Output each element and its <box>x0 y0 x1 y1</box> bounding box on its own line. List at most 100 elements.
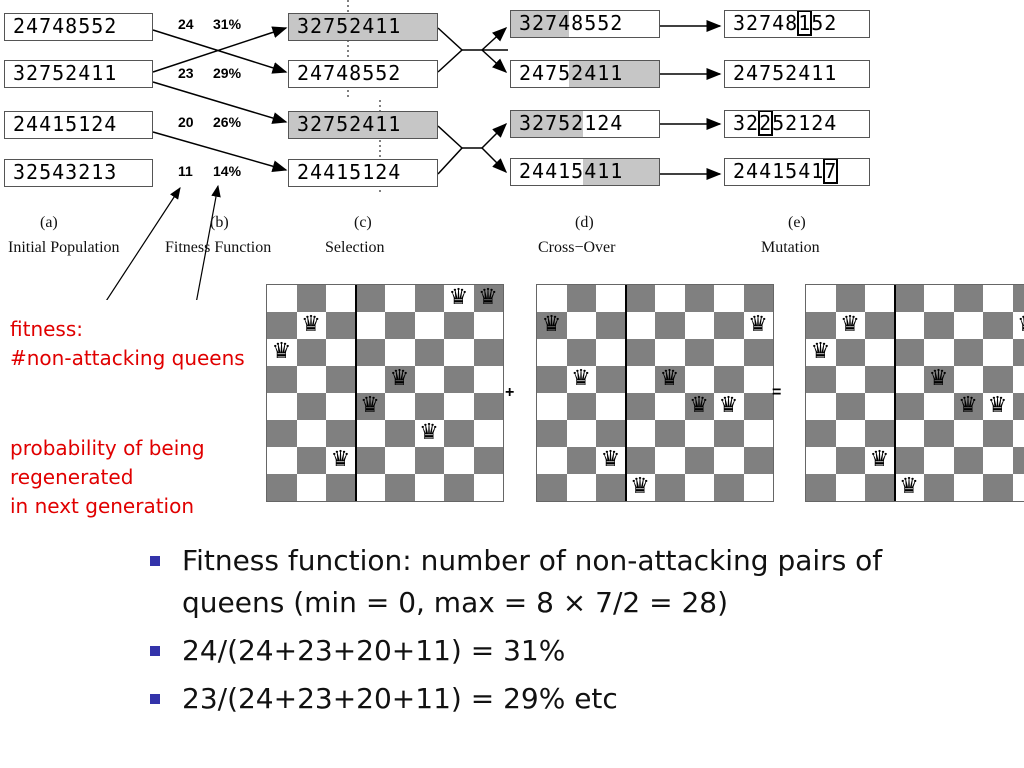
board-square <box>385 339 415 366</box>
board-square <box>924 366 954 393</box>
board-square <box>1012 474 1024 501</box>
queen-icon: ♛ <box>689 393 709 418</box>
board-square <box>743 339 773 366</box>
board-square <box>385 447 415 474</box>
board-square <box>806 393 836 420</box>
board-square <box>714 474 744 501</box>
board-square <box>835 339 865 366</box>
caption-name: Fitness Function <box>165 239 272 256</box>
board-square <box>326 420 356 447</box>
probability-annotation: probability of being regenerated in next… <box>10 436 205 518</box>
board-square <box>326 339 356 366</box>
board-square <box>806 447 836 474</box>
board-square <box>296 447 326 474</box>
board-square <box>566 393 596 420</box>
parent-board-2: ♛♛♛♛♛♛♛♛ <box>536 284 774 502</box>
board-square <box>444 474 474 501</box>
board-square <box>537 339 567 366</box>
board-square <box>473 339 503 366</box>
child-board: ♛♛♛♛♛♛♛♛ <box>805 284 1024 502</box>
caption-name: Cross−Over <box>538 239 616 256</box>
caption-name: Initial Population <box>8 239 120 256</box>
board-square <box>806 339 836 366</box>
board-square <box>596 339 626 366</box>
board-square <box>924 285 954 312</box>
board-square <box>835 420 865 447</box>
fitness-value: 20 <box>178 114 194 130</box>
board-square <box>714 366 744 393</box>
queen-icon: ♛ <box>810 339 831 364</box>
board-square <box>894 339 924 366</box>
board-square <box>743 312 773 339</box>
board-square <box>894 366 924 393</box>
board-square <box>473 312 503 339</box>
fitness-value: 11 <box>178 163 193 179</box>
board-square <box>655 285 685 312</box>
board-square <box>537 420 567 447</box>
board-square <box>566 447 596 474</box>
board-square <box>806 366 836 393</box>
board-square <box>385 393 415 420</box>
board-square <box>385 366 415 393</box>
board-square <box>537 285 567 312</box>
selected-chromosome: 32752411 <box>288 13 438 41</box>
board-square <box>894 393 924 420</box>
board-square <box>267 285 297 312</box>
board-square <box>743 474 773 501</box>
board-square <box>566 339 596 366</box>
initial-chromosome: 24415124 <box>4 111 153 139</box>
selected-chromosome: 24415124 <box>288 159 438 187</box>
board-square <box>296 366 326 393</box>
board-square <box>444 366 474 393</box>
board-square <box>625 312 655 339</box>
board-square <box>835 312 865 339</box>
board-square <box>1012 339 1024 366</box>
queen-icon: ♛ <box>958 393 978 418</box>
board-square <box>684 393 714 420</box>
board-square <box>655 393 685 420</box>
board-square <box>355 393 385 420</box>
board-square <box>385 285 415 312</box>
board-square <box>865 420 895 447</box>
queen-icon: ♛ <box>330 447 351 472</box>
board-square <box>444 420 474 447</box>
board-square <box>953 285 983 312</box>
board-square <box>267 339 297 366</box>
board-square <box>835 366 865 393</box>
board-square <box>743 447 773 474</box>
board-square <box>684 474 714 501</box>
board-square <box>894 474 924 501</box>
board-square <box>566 420 596 447</box>
board-square <box>296 339 326 366</box>
board-square <box>894 447 924 474</box>
mutated-chromosome: 24752411 <box>724 60 870 88</box>
bullet-item: Fitness function: number of non-attackin… <box>150 540 982 624</box>
queen-icon: ♛ <box>301 312 321 337</box>
board-square <box>625 447 655 474</box>
board-square <box>684 339 714 366</box>
crossover-divider <box>893 285 896 501</box>
board-square <box>835 393 865 420</box>
bullet-icon <box>150 694 160 704</box>
board-square <box>714 339 744 366</box>
board-square <box>625 420 655 447</box>
board-square <box>355 474 385 501</box>
board-square <box>953 474 983 501</box>
queen-icon: ♛ <box>571 366 591 391</box>
board-square <box>983 393 1013 420</box>
board-square <box>684 312 714 339</box>
board-square <box>385 474 415 501</box>
board-square <box>655 339 685 366</box>
board-square <box>596 447 626 474</box>
initial-chromosome: 32752411 <box>4 60 153 88</box>
board-square <box>924 312 954 339</box>
caption-name: Mutation <box>761 239 820 256</box>
queen-icon: ♛ <box>659 366 680 391</box>
queen-icon: ♛ <box>389 366 410 391</box>
board-square <box>296 474 326 501</box>
board-square <box>414 339 444 366</box>
board-square <box>924 447 954 474</box>
crossover-chromosome: 32752124 <box>510 110 660 138</box>
board-square <box>355 285 385 312</box>
board-square <box>326 366 356 393</box>
